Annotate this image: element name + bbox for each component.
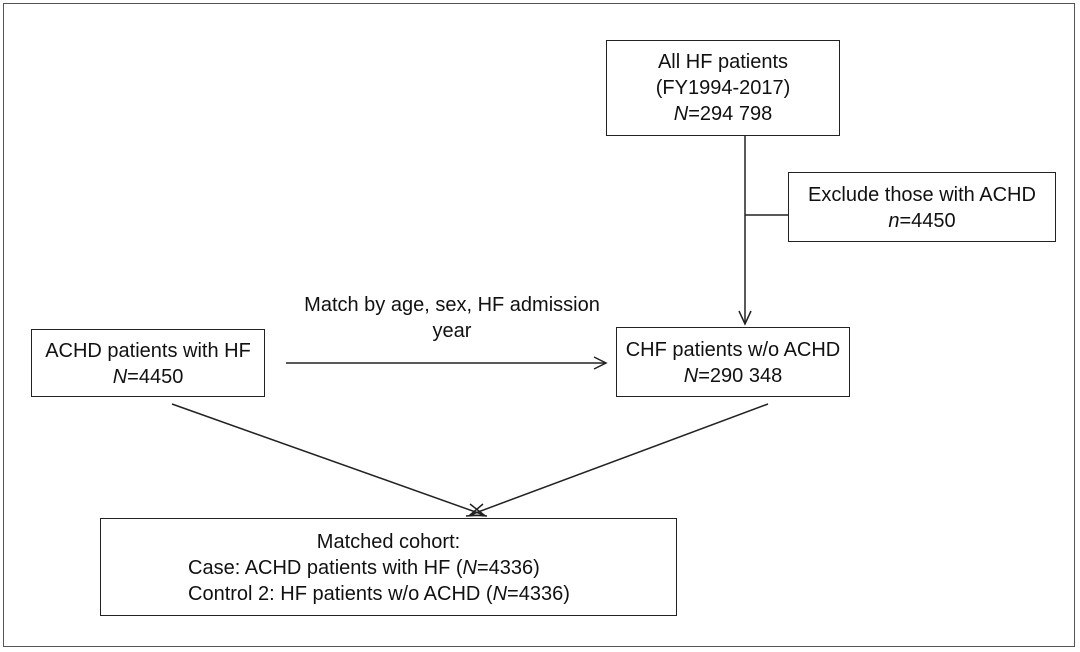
match-criteria-line1: Match by age, sex, HF admission: [304, 294, 600, 316]
arrow-match-head: [593, 356, 608, 370]
matched-control-prefix: Control 2: HF patients w/o ACHD (: [188, 583, 493, 605]
matched-case-line: Case: ACHD patients with HF (N=4336): [101, 555, 676, 581]
all-hf-patients-box: All HF patients (FY1994-2017) N=294 798: [606, 40, 840, 136]
match-criteria-label: Match by age, sex, HF admission year: [292, 292, 612, 344]
matched-case-prefix: Case: ACHD patients with HF (: [188, 557, 463, 579]
achd-count-symbol: N: [112, 366, 128, 388]
arrow-all-to-chf-head: [738, 310, 752, 326]
exclude-count-symbol: n: [888, 210, 900, 232]
all-hf-title: All HF patients: [657, 51, 789, 73]
achd-patients-box: ACHD patients with HF N=4450: [31, 329, 265, 397]
matched-case-symbol: N: [462, 557, 477, 579]
matched-title: Matched cohort:: [316, 531, 461, 553]
exclude-title: Exclude those with ACHD: [808, 184, 1036, 206]
achd-count-value: =4450: [127, 366, 184, 388]
chf-count-symbol: N: [683, 365, 699, 387]
matched-control-value: =4336): [507, 583, 570, 605]
matched-control-line: Control 2: HF patients w/o ACHD (N=4336): [101, 581, 676, 607]
all-hf-period: (FY1994-2017): [655, 77, 791, 99]
arrow-chf-to-matched-head: [468, 503, 488, 517]
exclude-count-value: =4450: [899, 210, 956, 232]
arrow-achd-to-matched: [171, 403, 485, 516]
matched-case-value: =4336): [476, 557, 540, 579]
all-hf-count-symbol: N: [673, 103, 689, 125]
arrow-chf-to-matched: [469, 403, 769, 516]
chf-count-value: =290 348: [698, 365, 783, 387]
matched-cohort-box: Matched cohort: Case: ACHD patients with…: [100, 518, 677, 616]
match-criteria-line2: year: [432, 320, 472, 342]
all-hf-count-value: =294 798: [688, 103, 773, 125]
chf-count: N=290 348: [617, 363, 849, 389]
all-hf-count: N=294 798: [607, 101, 839, 127]
exclude-achd-box: Exclude those with ACHD n=4450: [788, 172, 1056, 242]
chf-patients-box: CHF patients w/o ACHD N=290 348: [616, 327, 850, 397]
achd-count: N=4450: [32, 364, 264, 390]
chf-title: CHF patients w/o ACHD: [625, 339, 841, 361]
figure-frame: [3, 3, 1075, 647]
exclude-count: n=4450: [789, 208, 1055, 234]
matched-control-symbol: N: [492, 583, 508, 605]
achd-title: ACHD patients with HF: [45, 340, 251, 362]
